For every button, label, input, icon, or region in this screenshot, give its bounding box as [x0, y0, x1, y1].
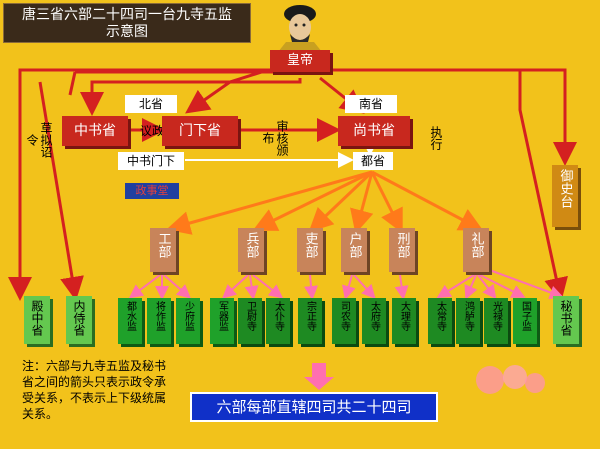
unit-label: 军器监	[216, 301, 228, 331]
drafting-label: 草拟诏令	[25, 122, 53, 158]
zhongshu-province: 中书省	[62, 116, 128, 146]
dusheng-connectors	[166, 170, 484, 235]
decorative-ornament-icon	[476, 365, 545, 394]
neishi-province: 内侍省	[66, 296, 92, 344]
note-text: 注：六部与九寺五监及秘书省之间的箭头只表示政令承受关系，不表示上下级统属关系。	[22, 359, 167, 421]
unit-label: 宗正寺	[304, 301, 316, 331]
ministry-bing: 兵部	[238, 228, 264, 272]
unit-label: 国子监	[519, 301, 531, 331]
temple-unit: 太府寺	[362, 298, 386, 344]
temple-unit: 大理寺	[392, 298, 416, 344]
south-province-label: 南省	[345, 95, 397, 113]
mishu-province: 秘书省	[553, 296, 579, 344]
temple-unit: 卫尉寺	[238, 298, 262, 344]
unit-label: 太府寺	[368, 301, 380, 331]
shangshu-province: 尚书省	[338, 116, 410, 146]
north-province-label: 北省	[125, 95, 177, 113]
unit-label: 太常寺	[434, 301, 446, 331]
temple-unit: 光禄寺	[484, 298, 508, 344]
unit-label: 光禄寺	[490, 301, 502, 331]
review-label: 审核颁布	[261, 120, 289, 156]
title-line1: 唐三省六部二十四司一台九寺五监	[22, 7, 232, 23]
unit-label: 卫尉寺	[244, 301, 256, 331]
zhengshitang-label: 政事堂	[125, 183, 179, 199]
execute-label: 执行	[429, 126, 443, 150]
title-line2: 示意图	[106, 24, 148, 40]
directorate-unit: 国子监	[513, 298, 537, 344]
temple-unit: 宗正寺	[298, 298, 322, 344]
temple-unit: 鸿胪寺	[456, 298, 480, 344]
zhongshumenxia-label: 中书门下	[118, 152, 184, 170]
dianzhong-province: 殿中省	[24, 296, 50, 344]
menxia-province: 门下省	[162, 116, 238, 146]
discuss-label: 议政	[139, 124, 164, 138]
unit-label: 鸿胪寺	[462, 301, 474, 331]
temple-unit: 太仆寺	[266, 298, 290, 344]
temple-unit: 太常寺	[428, 298, 452, 344]
ministry-hu: 户部	[341, 228, 367, 272]
directorate-unit: 将作监	[147, 298, 171, 344]
unit-label: 都水监	[124, 301, 136, 331]
dusheng-label: 都省	[353, 152, 393, 170]
directorate-unit: 军器监	[210, 298, 234, 344]
directorate-unit: 都水监	[118, 298, 142, 344]
ministry-li-personnel: 吏部	[297, 228, 323, 272]
unit-label: 少府监	[182, 301, 194, 331]
yushitai-box: 御史台	[552, 165, 578, 227]
directorate-unit: 少府监	[176, 298, 200, 344]
unit-label: 司农寺	[338, 301, 350, 331]
emperor-box: 皇帝	[270, 50, 330, 72]
ministry-connectors	[128, 267, 564, 300]
ministry-gong: 工部	[150, 228, 176, 272]
diagram-title: 唐三省六部二十四司一台九寺五监 示意图	[3, 3, 251, 43]
unit-label: 大理寺	[398, 301, 410, 331]
unit-label: 将作监	[153, 301, 165, 331]
ministry-xing: 刑部	[389, 228, 415, 272]
unit-label: 太仆寺	[272, 301, 284, 331]
emperor-portrait-icon	[268, 2, 332, 52]
temple-unit: 司农寺	[332, 298, 356, 344]
summary-arrow	[304, 363, 334, 390]
summary-box: 六部每部直辖四司共二十四司	[190, 392, 438, 422]
emperor-connectors	[8, 68, 577, 302]
ministry-li-rites: 礼部	[463, 228, 489, 272]
